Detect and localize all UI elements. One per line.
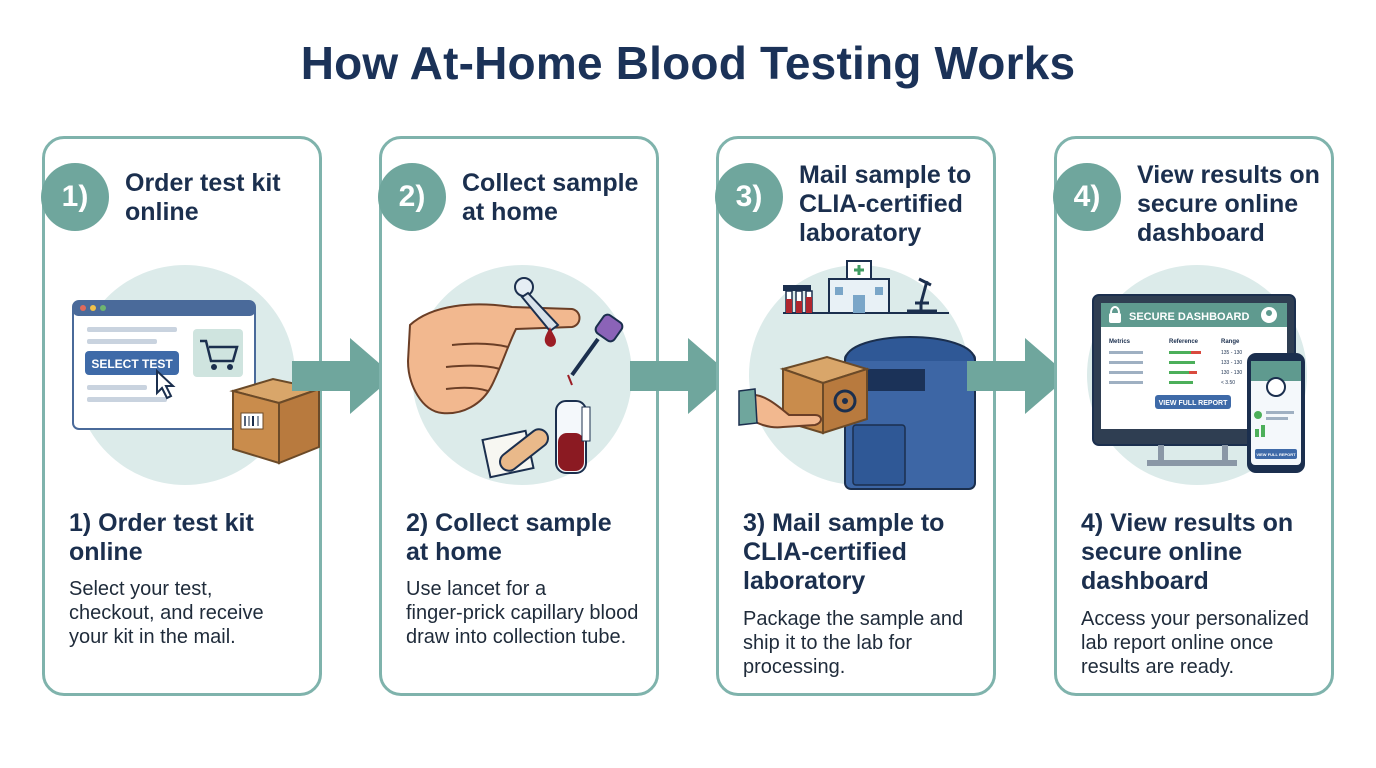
svg-text:135 - 130: 135 - 130 bbox=[1221, 350, 1242, 356]
step-number-badge: 2) bbox=[378, 163, 446, 231]
bandage-icon bbox=[481, 428, 549, 479]
svg-text:130 - 130: 130 - 130 bbox=[1221, 370, 1242, 376]
step-description: Select your test, checkout, and receive … bbox=[69, 578, 264, 648]
test-tubes-icon bbox=[783, 285, 813, 314]
step-number-badge: 1) bbox=[41, 163, 109, 231]
select-test-button: SELECT TEST bbox=[91, 357, 173, 371]
phone-icon: VIEW FULL REPORT bbox=[1247, 353, 1305, 473]
step-card-4: 4) View results on secure online dashboa… bbox=[1053, 136, 1334, 696]
order-kit-illustration: SELECT TEST bbox=[72, 265, 323, 485]
step-title: 3) Mail sample to CLIA-certified laborat… bbox=[743, 509, 945, 595]
arrow-right-icon bbox=[292, 338, 394, 414]
step-number-badge: 4) bbox=[1053, 163, 1121, 231]
hand-icon bbox=[406, 303, 581, 415]
view-full-report-button: VIEW FULL REPORT bbox=[1159, 400, 1228, 407]
step-heading: View results on secure online dashboard bbox=[1137, 161, 1320, 247]
collection-tube-icon bbox=[555, 313, 624, 474]
user-icon bbox=[1261, 307, 1277, 323]
step-card-3: 3) Mail sample to CLIA-certified laborat… bbox=[715, 136, 996, 696]
hospital-icon bbox=[828, 260, 890, 314]
collect-sample-illustration bbox=[406, 265, 632, 485]
step-title: 2) Collect sample at home bbox=[406, 509, 612, 566]
page-title: How At-Home Blood Testing Works bbox=[300, 37, 1076, 89]
cursor-hand-icon bbox=[156, 368, 176, 400]
svg-text:133 - 130: 133 - 130 bbox=[1221, 360, 1242, 366]
phone-report-button: VIEW FULL REPORT bbox=[1256, 452, 1296, 457]
step-title: 1) Order test kit online bbox=[69, 509, 254, 566]
step-heading: Collect sample at home bbox=[462, 169, 639, 226]
blood-drop-icon bbox=[544, 327, 556, 347]
step-description: Package the sample and ship it to the la… bbox=[743, 608, 964, 678]
step-description: Access your personalized lab report onli… bbox=[1081, 608, 1309, 678]
mail-sample-illustration bbox=[738, 260, 976, 490]
step-heading: Order test kit online bbox=[125, 169, 281, 226]
view-results-illustration: SECURE DASHBOARD Metrics Reference Range… bbox=[1087, 265, 1307, 485]
arrow-right-icon bbox=[967, 338, 1069, 414]
microscope-icon bbox=[907, 277, 937, 313]
svg-text:< 3.50: < 3.50 bbox=[1221, 380, 1235, 386]
step-heading: Mail sample to CLIA-certified laboratory bbox=[799, 161, 972, 247]
column-reference: Reference bbox=[1169, 339, 1199, 345]
step-title: 4) View results on secure online dashboa… bbox=[1081, 509, 1294, 595]
mailbox-icon bbox=[844, 336, 976, 490]
column-metrics: Metrics bbox=[1109, 339, 1131, 345]
step-card-1: 1) Order test kit online SELECT TEST bbox=[41, 136, 323, 696]
hand-icon bbox=[738, 388, 822, 429]
arrow-right-icon bbox=[630, 338, 732, 414]
dashboard-title: SECURE DASHBOARD bbox=[1129, 311, 1249, 323]
column-range: Range bbox=[1221, 339, 1240, 345]
lock-icon bbox=[1109, 306, 1121, 323]
step-card-2: 2) Collect sample at home bbox=[378, 136, 659, 696]
step-number-badge: 3) bbox=[715, 163, 783, 231]
step-description: Use lancet for a finger-prick capillary … bbox=[406, 578, 639, 648]
shopping-cart-icon bbox=[193, 329, 243, 377]
